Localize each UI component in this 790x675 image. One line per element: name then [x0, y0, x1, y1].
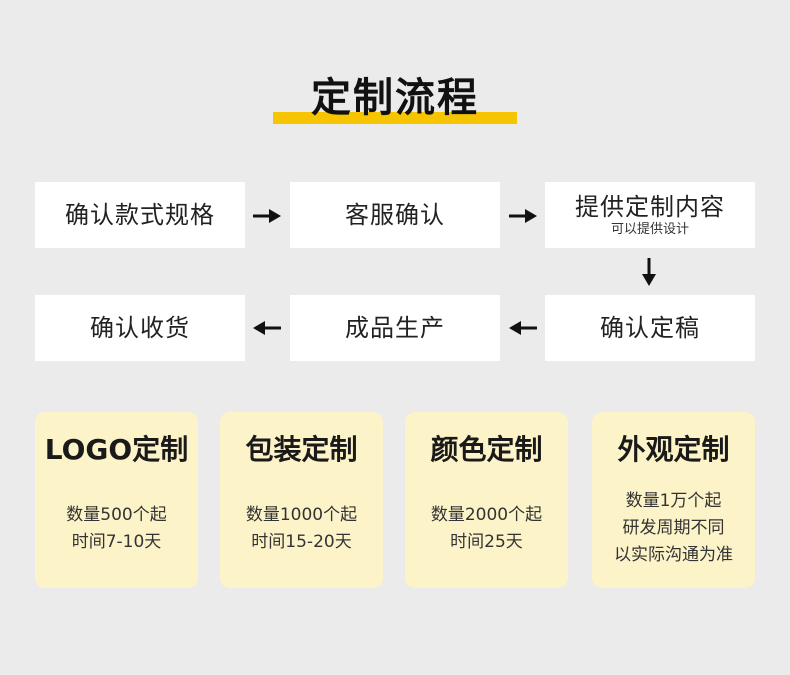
card-packaging-custom: 包装定制 数量1000个起 时间15-20天	[220, 412, 383, 588]
page-header: 定制流程	[0, 68, 790, 132]
card-title: 外观定制	[617, 433, 730, 466]
step-confirm-spec: 确认款式规格	[35, 182, 245, 248]
card-detail-line: 时间7-10天	[71, 532, 162, 552]
step-production: 成品生产	[290, 295, 500, 361]
step-label: 确认收货	[90, 314, 190, 342]
step-confirm-final: 确认定稿	[545, 295, 755, 361]
card-details: 数量500个起 时间7-10天	[35, 502, 198, 556]
card-color-custom: 颜色定制 数量2000个起 时间25天	[405, 412, 568, 588]
card-detail-line: 数量2000个起	[430, 505, 543, 525]
card-details: 数量1万个起 研发周期不同 以实际沟通为准	[592, 488, 755, 569]
card-appearance-custom: 外观定制 数量1万个起 研发周期不同 以实际沟通为准	[592, 412, 755, 588]
arrow-right-icon	[251, 205, 283, 227]
page-title: 定制流程	[311, 75, 479, 121]
step-label: 提供定制内容	[575, 193, 725, 221]
card-title: LOGO定制	[44, 433, 189, 466]
card-title: 包装定制	[245, 433, 358, 466]
card-details: 数量2000个起 时间25天	[405, 502, 568, 556]
step-label: 成品生产	[345, 314, 445, 342]
step-provide-content: 提供定制内容 可以提供设计	[545, 182, 755, 248]
card-detail-line: 数量1万个起	[625, 491, 722, 511]
arrow-right-icon	[507, 205, 539, 227]
step-sublabel: 可以提供设计	[610, 222, 689, 237]
step-label: 确认款式规格	[65, 201, 215, 229]
card-detail-line: 数量500个起	[66, 505, 167, 525]
step-label: 确认定稿	[600, 314, 700, 342]
card-detail-line: 时间25天	[450, 532, 523, 552]
card-details: 数量1000个起 时间15-20天	[220, 502, 383, 556]
title-underline-bar	[273, 112, 517, 124]
arrow-left-icon	[251, 317, 283, 339]
card-detail-line: 数量1000个起	[245, 505, 358, 525]
card-detail-line: 以实际沟通为准	[614, 545, 733, 565]
card-logo-custom: LOGO定制 数量500个起 时间7-10天	[35, 412, 198, 588]
card-detail-line: 研发周期不同	[622, 518, 725, 538]
arrow-down-icon	[638, 256, 660, 288]
arrow-left-icon	[507, 317, 539, 339]
step-service-confirm: 客服确认	[290, 182, 500, 248]
card-title: 颜色定制	[430, 433, 543, 466]
card-detail-line: 时间15-20天	[251, 532, 352, 552]
step-confirm-receipt: 确认收货	[35, 295, 245, 361]
step-label: 客服确认	[345, 201, 445, 229]
